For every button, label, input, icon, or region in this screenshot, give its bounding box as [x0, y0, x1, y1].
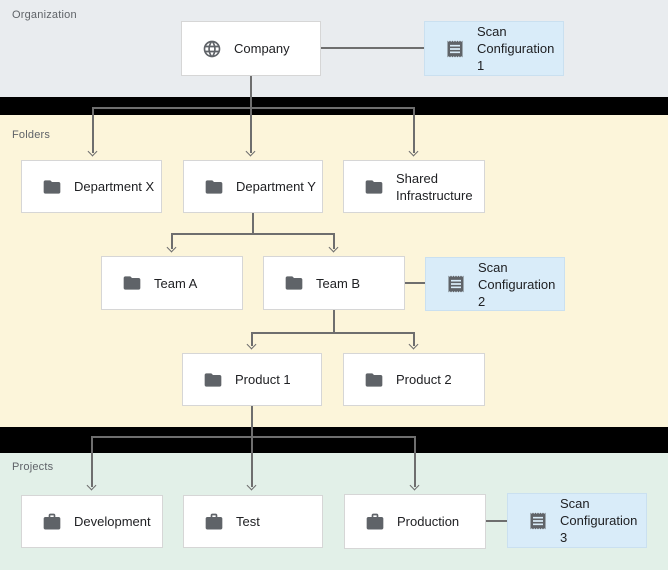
- node-company: Company: [181, 21, 321, 76]
- node-company-label: Company: [234, 41, 290, 56]
- connector-to-test: [251, 436, 253, 487]
- folder-icon: [42, 177, 62, 197]
- briefcase-icon: [204, 512, 224, 532]
- node-product-2: Product 2: [343, 353, 485, 406]
- scan-configuration-2: Scan Configuration 2: [425, 257, 565, 311]
- section-label-folders: Folders: [12, 129, 51, 141]
- connector-to-product1: [251, 332, 253, 346]
- folder-icon: [364, 370, 384, 390]
- scan-configuration-2-label: Scan Configuration 2: [478, 259, 556, 309]
- node-product-2-label: Product 2: [396, 372, 452, 387]
- section-label-projects: Projects: [12, 461, 54, 473]
- connector-teamb-scan2: [405, 282, 425, 284]
- connector-to-teamb: [333, 233, 335, 249]
- section-label-organization: Organization: [12, 9, 77, 21]
- node-department-y: Department Y: [183, 160, 323, 213]
- connector-product1-down: [251, 406, 253, 437]
- connector-to-development: [91, 436, 93, 487]
- connector-to-production: [414, 436, 416, 487]
- node-test: Test: [183, 495, 323, 548]
- scan-configuration-3: Scan Configuration 3: [507, 493, 647, 548]
- node-shared-infrastructure-label: Shared Infrastructure: [396, 170, 473, 203]
- node-team-b: Team B: [263, 256, 405, 310]
- section-divider: [0, 427, 668, 453]
- connector-production-scan3: [486, 520, 507, 522]
- receipt-icon: [446, 274, 466, 294]
- receipt-icon: [445, 39, 465, 59]
- connector-departments-branch: [92, 107, 415, 109]
- connector-to-product2: [413, 332, 415, 346]
- node-product-1-label: Product 1: [235, 372, 291, 387]
- node-department-y-label: Department Y: [236, 179, 316, 194]
- node-product-1: Product 1: [182, 353, 322, 406]
- node-development-label: Development: [74, 514, 151, 529]
- node-test-label: Test: [236, 514, 260, 529]
- folder-icon: [284, 273, 304, 293]
- connector-departmenty-down: [252, 213, 254, 234]
- node-team-b-label: Team B: [316, 275, 361, 291]
- briefcase-icon: [365, 512, 385, 532]
- briefcase-icon: [42, 512, 62, 532]
- node-production-label: Production: [397, 514, 460, 529]
- node-development: Development: [21, 495, 163, 548]
- connector-to-departmentx: [92, 107, 94, 153]
- scan-configuration-1-label: Scan Configuration 1: [477, 24, 555, 73]
- connector-projects-branch: [91, 436, 416, 438]
- node-team-a: Team A: [101, 256, 243, 310]
- node-department-x: Department X: [21, 160, 162, 213]
- folder-icon: [364, 177, 384, 197]
- scan-configuration-1: Scan Configuration 1: [424, 21, 564, 76]
- connector-products-branch: [251, 332, 415, 334]
- folder-icon: [204, 177, 224, 197]
- connector-to-shared-infrastructure: [413, 107, 415, 153]
- node-department-x-label: Department X: [74, 179, 155, 194]
- folder-icon: [122, 273, 142, 293]
- node-production: Production: [344, 494, 486, 549]
- connector-company-departmenty: [250, 76, 252, 153]
- connector-company-scan1: [321, 47, 424, 49]
- receipt-icon: [528, 511, 548, 531]
- connector-teamb-down: [333, 310, 335, 334]
- folder-icon: [203, 370, 223, 390]
- connector-teams-branch: [171, 233, 335, 235]
- node-shared-infrastructure: Shared Infrastructure: [343, 160, 485, 213]
- scan-configuration-3-label: Scan Configuration 3: [560, 496, 638, 545]
- connector-to-teama: [171, 233, 173, 249]
- globe-icon: [202, 39, 222, 59]
- node-team-a-label: Team A: [154, 275, 198, 291]
- section-divider: [0, 97, 668, 115]
